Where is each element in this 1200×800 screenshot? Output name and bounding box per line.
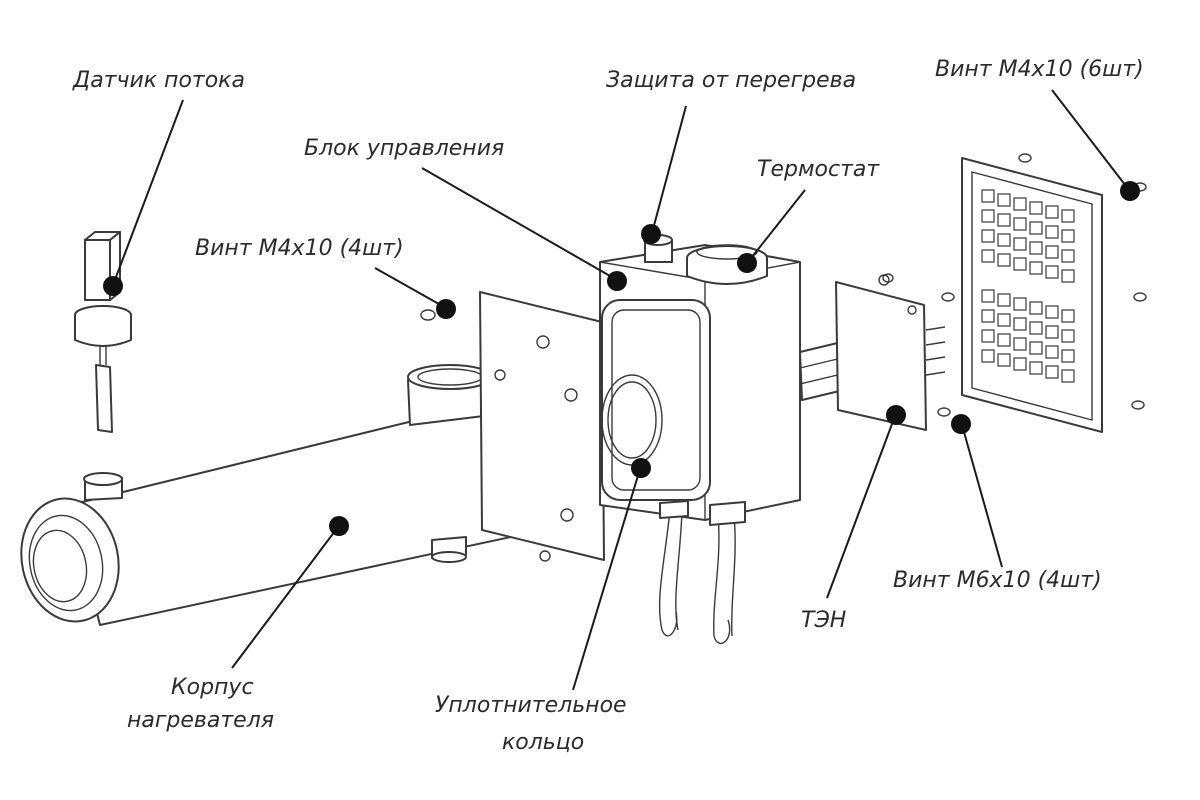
label-heater-body-line2: нагревателя: [127, 708, 274, 733]
callouts: [103, 89, 1140, 691]
leader-heating-element: [826, 415, 896, 599]
leader-overheat-protection: [651, 105, 687, 234]
label-seal-ring-line2: кольцо: [502, 730, 584, 755]
label-seal-ring-line1: Уплотнительное: [435, 693, 627, 718]
leader-thermostat: [747, 189, 806, 263]
callout-dot-control-unit: [607, 271, 627, 291]
heater-body-part: [20, 364, 606, 626]
callout-dot-screw-m4-4: [436, 299, 456, 319]
callout-dot-screw-m6-4: [951, 414, 971, 434]
cover-grid: [981, 189, 1075, 383]
label-overheat-protection: Защита от перегрева: [606, 68, 856, 93]
label-heater-body-line1: Корпус: [171, 675, 254, 700]
callout-dot-flow-sensor: [103, 276, 123, 296]
label-control-unit: Блок управления: [304, 136, 504, 161]
control-unit-part: [599, 234, 801, 644]
leader-heater-body: [231, 526, 339, 669]
callout-dot-overheat-protection: [641, 224, 661, 244]
label-screw-m4-4: Винт M4x10 (4шт): [195, 236, 404, 261]
leader-screw-m4-4: [374, 267, 447, 309]
callout-dot-seal-ring: [631, 458, 651, 478]
callout-dot-heating-element: [886, 405, 906, 425]
labels: Датчик потока Защита от перегрева Винт M…: [72, 57, 1144, 755]
callout-dot-thermostat: [737, 253, 757, 273]
label-screw-m4-6: Винт M4x10 (6шт): [935, 57, 1144, 82]
label-heating-element: ТЭН: [801, 608, 846, 633]
cover-plate-part: [961, 157, 1103, 433]
label-thermostat: Термостат: [757, 157, 880, 182]
mounting-flange-part: [479, 291, 605, 562]
label-screw-m6-4: Винт M6x10 (4шт): [893, 568, 1102, 593]
leader-seal-ring: [572, 468, 641, 691]
leader-flow-sensor: [112, 99, 184, 286]
leader-control-unit: [421, 167, 618, 281]
callout-dot-heater-body: [329, 516, 349, 536]
leader-screw-m6-4: [961, 424, 1003, 568]
label-flow-sensor: Датчик потока: [72, 68, 245, 93]
heating-element-part: [799, 274, 946, 431]
leader-screw-m4-6: [1051, 89, 1130, 191]
callout-dot-screw-m4-6: [1120, 181, 1140, 201]
